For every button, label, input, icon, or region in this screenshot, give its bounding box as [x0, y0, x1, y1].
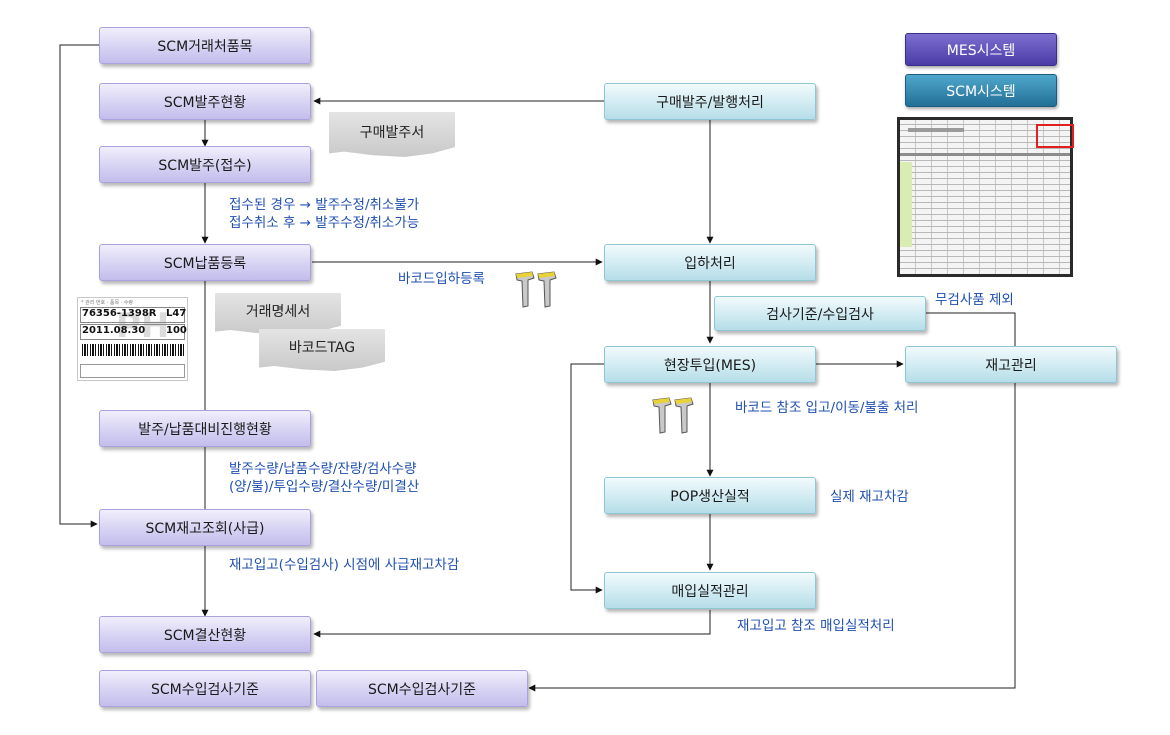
mes-purchase-result-box[interactable]: 매입실적관리	[604, 572, 816, 609]
note-progress-detail-1: 발주수량/납품수량/잔량/검사수량	[229, 461, 417, 477]
highlight-box	[1036, 124, 1074, 148]
note-receipt-rule-2: 접수취소 후 → 발주수정/취소가능	[229, 215, 420, 231]
barcode-tag-document: 바코드TAG	[259, 329, 385, 371]
note-progress-detail-2: (양/불)/투입수량/결산수량/미결산	[229, 479, 420, 495]
mes-pop-result-box[interactable]: POP생산실적	[604, 477, 816, 514]
note-barcode-receiving: 바코드입하등록	[398, 271, 485, 287]
arrow-field-loop-to-purchase	[570, 363, 604, 594]
legend-scm-system: SCM시스템	[905, 74, 1057, 107]
scm-trade-items-box[interactable]: SCM거래처품목	[99, 27, 311, 64]
scm-order-status-box[interactable]: SCM발주현황	[99, 83, 311, 120]
mes-field-input-box[interactable]: 현장투입(MES)	[604, 346, 816, 383]
note-no-inspection: 무검사품 제외	[935, 292, 1014, 308]
note-barcode-reference: 바코드 참조 입고/이동/불출 처리	[735, 400, 919, 416]
note-stock-deduct: 재고입고(수입검사) 시점에 사급재고차감	[229, 557, 460, 573]
arrow-inspection-to-std	[528, 312, 1016, 692]
note-purchase-reference: 재고입고 참조 매입실적처리	[737, 618, 895, 634]
purchase-order-document: 구매발주서	[329, 112, 455, 157]
scm-inspection-standard-box-1[interactable]: SCM수입검사기준	[99, 670, 311, 707]
scm-delivery-registration-box[interactable]: SCM납품등록	[99, 244, 311, 281]
mes-receiving-box[interactable]: 입하처리	[604, 244, 816, 281]
scm-order-receipt-box[interactable]: SCM발주(접수)	[99, 146, 311, 183]
mes-inspection-box[interactable]: 검사기준/수입검사	[714, 296, 926, 331]
trade-statement-thumbnail	[897, 117, 1073, 277]
note-actual-deduct: 실제 재고차감	[830, 489, 909, 505]
barcode-scanner-icon	[515, 271, 557, 308]
scm-settlement-box[interactable]: SCM결산현황	[99, 616, 311, 653]
barcode-scanner-icon	[652, 397, 694, 434]
scm-inventory-box[interactable]: SCM재고조회(사급)	[99, 509, 311, 546]
legend-mes-system: MES시스템	[905, 33, 1057, 66]
mes-stock-management-box[interactable]: 재고관리	[905, 346, 1117, 383]
arrow-purchase-to-settlement	[313, 610, 711, 638]
trade-statement-document: 거래명세서	[215, 293, 341, 335]
arrow-trade-to-inventory	[59, 44, 99, 528]
note-receipt-rule-1: 접수된 경우 → 발주수정/취소불가	[229, 197, 420, 213]
barcode-label-image: * 관리 번호 · 품목 · 수량 PH 76356-1398R L47 201…	[77, 297, 188, 381]
scm-progress-status-box[interactable]: 발주/납품대비진행현황	[99, 410, 311, 447]
mes-purchase-order-box[interactable]: 구매발주/발행처리	[604, 83, 816, 120]
scm-inspection-standard-box-2[interactable]: SCM수입검사기준	[316, 670, 528, 707]
